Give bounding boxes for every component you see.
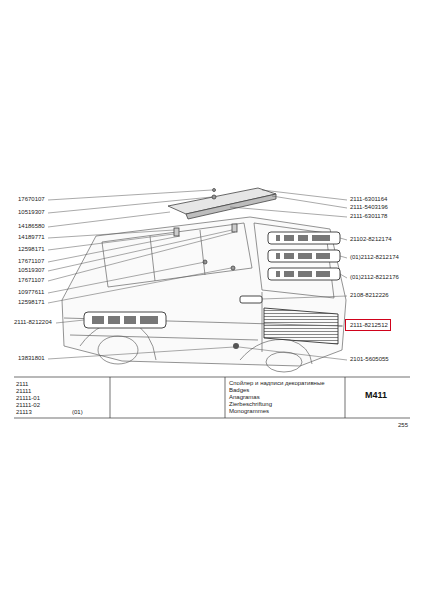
part-number: 2108-8212226	[350, 292, 389, 299]
part-number: 12598171	[18, 299, 45, 306]
section-title: Спойлер и надписи декоративные	[229, 380, 325, 387]
model-note: (01)	[72, 409, 83, 416]
part-number: 21102-8212174	[350, 236, 392, 243]
part-number: 2111-8212512	[350, 322, 386, 329]
page-number: 255	[398, 422, 408, 429]
title-table	[14, 377, 410, 418]
part-number: 10519307	[18, 267, 45, 274]
part-number: 17671107	[18, 277, 44, 284]
part-number: 2111-6301178	[350, 213, 387, 220]
highlight-box: 2111-8212512	[345, 319, 391, 331]
part-number: 17670107	[18, 196, 45, 203]
part-number: 2111-6301164	[350, 196, 387, 203]
roof-spoiler	[168, 188, 276, 270]
part-number: (01)2112-8212176	[350, 274, 399, 281]
section-title: Zierbeschriftung	[229, 401, 272, 408]
model-code: 21111-01	[16, 395, 40, 402]
model-code: 21111	[16, 388, 31, 395]
model-code: 2111	[16, 381, 28, 388]
part-number: 2111-5403196	[350, 204, 388, 211]
part-number: 2111-8212204	[14, 319, 52, 326]
part-number: 13831801	[18, 355, 45, 362]
model-code: 21113	[16, 409, 32, 416]
part-number: 12598171	[18, 246, 45, 253]
rear-panel-trim	[233, 308, 338, 349]
leader-lines	[48, 190, 347, 360]
part-number: 17671107	[18, 258, 44, 265]
part-number: 10519307	[18, 209, 45, 216]
section-title: Monogrammes	[229, 408, 269, 415]
part-number: 10977611	[18, 289, 44, 296]
section-title: Badges	[229, 387, 249, 394]
model-code: 21111-02	[16, 402, 40, 409]
part-number: 2101-5605055	[350, 356, 389, 363]
part-number: 14189771	[18, 234, 45, 241]
page-code: M411	[365, 390, 387, 400]
part-number: (01)2112-8212174	[350, 254, 399, 261]
part-number: 14186580	[18, 223, 45, 230]
section-title: Anagramas	[229, 394, 260, 401]
